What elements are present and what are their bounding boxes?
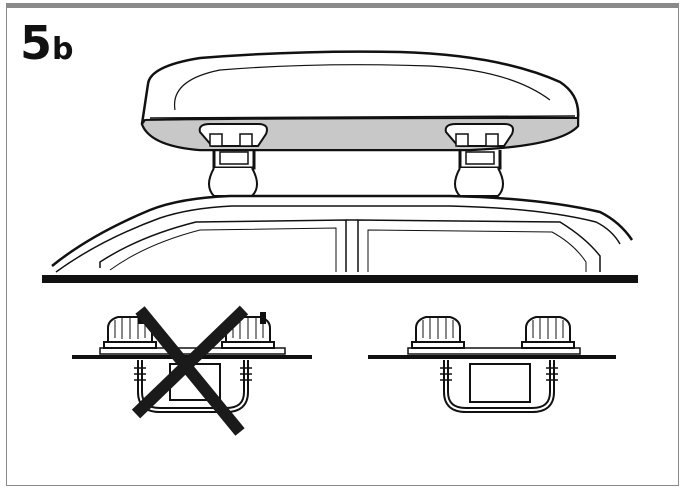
incorrect-mounting-panel: [72, 305, 312, 436]
cross-icon: [131, 305, 249, 436]
step-number: 5: [20, 16, 53, 70]
step-label: 5b: [20, 20, 74, 66]
page-frame: [6, 3, 679, 486]
correct-mounting-panel: [368, 316, 616, 413]
roof-box-scene: [42, 50, 638, 283]
step-sub-letter: b: [52, 32, 74, 67]
car-body: [51, 194, 634, 273]
rear-mount: [444, 123, 514, 197]
front-mount: [198, 123, 268, 197]
roof-line: [42, 275, 638, 283]
